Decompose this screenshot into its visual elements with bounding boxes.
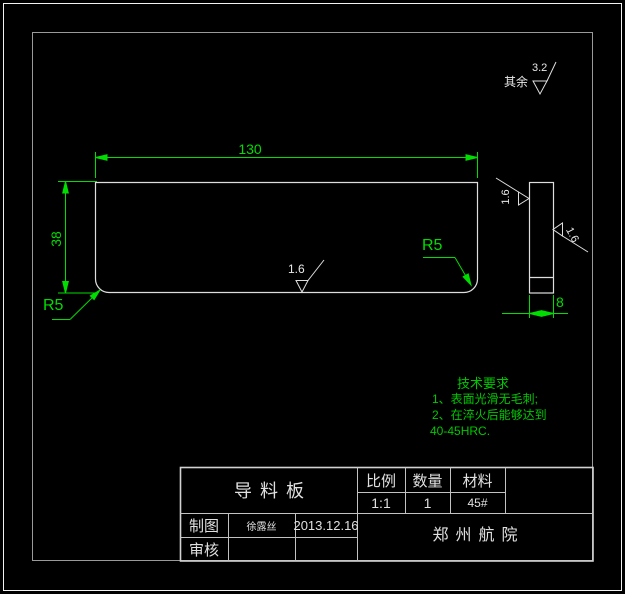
roughness-symbol-default-icon (532, 61, 557, 96)
r5-left-leader (52, 289, 101, 320)
default-roughness-prefix: 其余 (504, 75, 529, 89)
drawn-date: 2013.12.16 (293, 517, 359, 533)
tech-requirement-line-3: 40-45HRC. (430, 424, 491, 438)
sheet-outer-border (3, 3, 622, 591)
scale-label: 比例 (365, 472, 396, 490)
scale-value: 1:1 (371, 495, 391, 511)
material-label: 材料 (462, 472, 493, 490)
title-block-grid (179, 466, 594, 562)
fillet-r5-left-text: R5 (43, 297, 64, 314)
tech-requirements-title: 技术要求 (457, 376, 510, 391)
drawn-by-name: 徐露丝 (246, 521, 277, 533)
roughness-bottom-value: 1.6 (288, 262, 305, 276)
roughness-symbol-side-right-icon (552, 222, 589, 253)
quantity-label: 数量 (412, 472, 443, 490)
dimension-130-lines (95, 152, 478, 178)
roughness-symbol-bottom-icon (295, 259, 325, 294)
part-front-view-outline (94, 181, 479, 294)
dimension-8-lines (502, 295, 568, 318)
part-name: 导料板 (234, 481, 312, 501)
drawn-by-label: 制图 (188, 517, 219, 535)
tech-requirement-line-2: 2、在淬火后能够达到 (432, 408, 547, 422)
quantity-value: 1 (423, 495, 432, 511)
part-side-view-outline (528, 181, 555, 294)
roughness-symbol-side-left-icon (495, 177, 530, 206)
dimension-38-text: 38 (48, 231, 64, 247)
r5-right-leader (423, 257, 472, 287)
material-value: 45# (467, 496, 488, 510)
default-roughness-value: 3.2 (532, 62, 548, 74)
organization-name: 郑州航院 (432, 527, 525, 544)
dimension-130-text: 130 (238, 141, 262, 157)
fillet-r5-right-text: R5 (422, 237, 443, 254)
tech-requirement-line-1: 1、表面光滑无毛刺; (432, 392, 539, 406)
checked-by-label: 审核 (188, 541, 219, 559)
title-block-inner-lines (180, 467, 593, 561)
roughness-side-left-value: 1.6 (499, 189, 512, 205)
dimension-38-lines (58, 181, 97, 294)
dimension-8-text: 8 (556, 294, 564, 310)
